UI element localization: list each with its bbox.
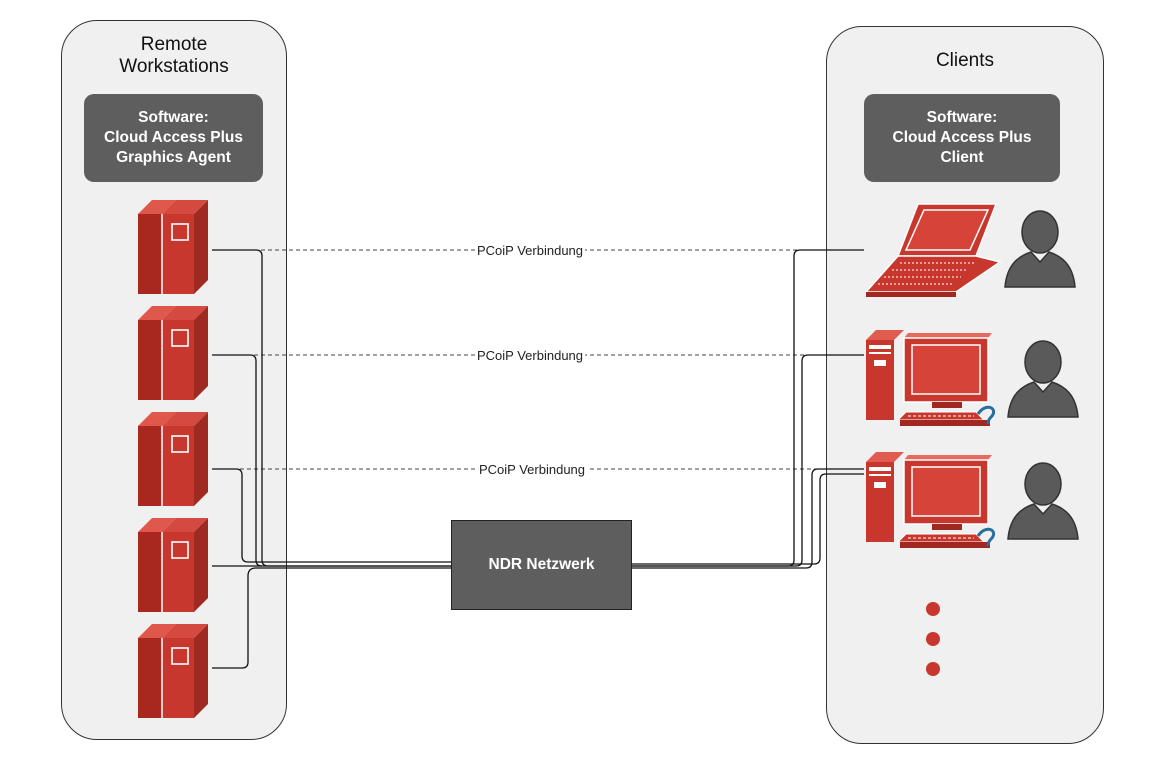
ellipsis-vertical-icon xyxy=(926,602,940,676)
desktop-computer-icon xyxy=(864,328,996,428)
laptop-icon xyxy=(864,203,1002,297)
user-icon xyxy=(1007,462,1079,540)
clients-title: Clients xyxy=(935,50,995,71)
pcoip-connection-label: PCoiP Verbindung xyxy=(475,243,586,258)
ndr-network-box: NDR Netzwerk xyxy=(451,520,632,610)
server-tower-icon xyxy=(137,305,209,401)
left-network-cables xyxy=(212,249,451,669)
server-tower-icon xyxy=(137,411,209,507)
pcoip-connection-label: PCoiP Verbindung xyxy=(475,348,586,363)
desktop-computer-icon xyxy=(864,450,996,550)
graphics-agent-software-box: Software: Cloud Access Plus Graphics Age… xyxy=(84,94,263,182)
user-icon xyxy=(1007,340,1079,418)
server-tower-icon xyxy=(137,199,209,295)
client-software-box: Software: Cloud Access Plus Client xyxy=(864,94,1060,182)
remote-workstations-title: Remote Workstations xyxy=(119,34,229,77)
pcoip-connection-label: PCoiP Verbindung xyxy=(477,462,588,477)
user-icon xyxy=(1004,210,1076,288)
server-tower-icon xyxy=(137,623,209,719)
right-network-cables xyxy=(632,249,864,569)
server-tower-icon xyxy=(137,517,209,613)
